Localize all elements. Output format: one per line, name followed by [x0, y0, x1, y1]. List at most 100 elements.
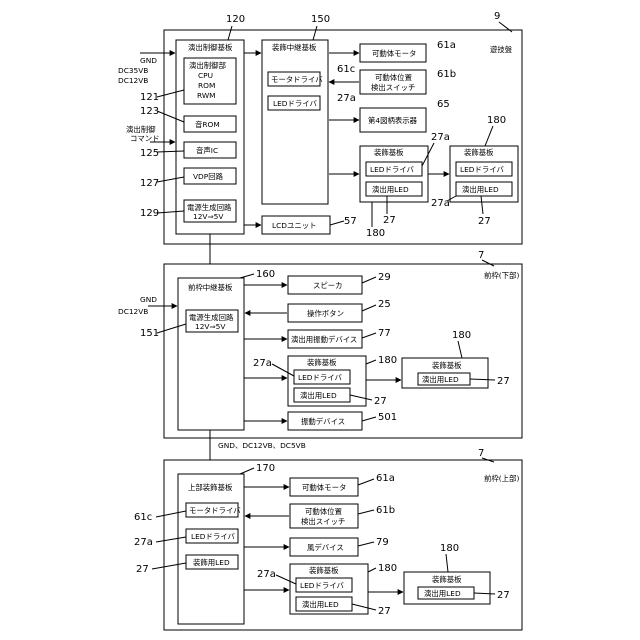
position-switch-1-ref: 61b — [437, 69, 456, 80]
deco-board-1b-led-label: 演出用LED — [462, 185, 499, 194]
sound-ic-ref: 125 — [140, 148, 159, 159]
control-unit-line-2: CPU — [198, 71, 213, 80]
power-circuit-front-line-1: 電源生成回路 — [189, 313, 234, 322]
control-unit-line-4: RWM — [197, 91, 216, 100]
section-game-board: 遊技盤 9 GND DC35VB DC12VB 演出制御 コマンド 演出制御基板… — [118, 11, 522, 277]
deco-board-2a-title: 装飾基板 — [307, 358, 337, 367]
vdp-circuit-ref: 127 — [140, 178, 159, 189]
sound-ic-label: 音声IC — [196, 146, 218, 155]
input-dc12vb: DC12VB — [118, 76, 148, 85]
decoration-relay-board-ref: 150 — [311, 14, 330, 25]
upper-deco-board-ref: 170 — [256, 463, 275, 474]
deco-board-2b-ref: 180 — [452, 330, 471, 341]
deco-board-2b-led-label: 演出用LED — [422, 375, 459, 384]
control-unit-line-3: ROM — [198, 81, 215, 90]
operation-button-label: 操作ボタン — [307, 309, 344, 318]
section-front-lower: 前枠(下部) 7 GND DC12VB 前枠中継基板 160 電源生成回路 12… — [118, 250, 522, 472]
deco-led-3-ref: 27 — [136, 564, 149, 575]
power-circuit-main-line-2: 12V⇒5V — [193, 212, 223, 221]
deco-board-3a-title: 装飾基板 — [309, 566, 339, 575]
section-front-lower-ref: 7 — [478, 250, 484, 261]
position-switch-3-line-2: 検出スイッチ — [301, 517, 345, 526]
section-game-board-ref: 9 — [494, 11, 500, 22]
deco-board-1b-led-ref: 27 — [478, 216, 491, 227]
sound-rom-label: 音ROM — [195, 120, 220, 129]
deco-board-1a-led-driver-label: LEDドライバ — [370, 165, 415, 174]
deco-board-2a-led-driver-label: LEDドライバ — [298, 373, 343, 382]
wind-device-label: 風デバイス — [307, 543, 344, 552]
deco-board-3b-led-ref: 27 — [497, 590, 510, 601]
deco-led-3-label: 装飾用LED — [193, 558, 230, 567]
pattern-display-label: 第4図柄表示器 — [368, 116, 418, 125]
section-front-upper-title: 前枠(上部) — [484, 474, 519, 483]
control-unit-line-1: 演出制御部 — [189, 61, 226, 70]
speaker-label: スピーカ — [313, 281, 343, 290]
deco-board-3a-led-label: 演出用LED — [302, 600, 339, 609]
deco-board-3b-ref: 180 — [440, 543, 459, 554]
decoration-relay-board-title: 装飾中継基板 — [272, 43, 317, 52]
motor-driver-1-label: モータドライバ — [271, 75, 323, 84]
motor-driver-3-label: モータドライバ — [189, 506, 241, 515]
front-relay-board-title: 前枠中継基板 — [188, 283, 233, 292]
deco-board-3a-ref: 180 — [378, 563, 397, 574]
deco-board-1b-led-driver-ref: 27a — [431, 198, 450, 209]
upper-deco-board-title: 上部装飾基板 — [188, 483, 233, 492]
deco-board-1b-title: 装飾基板 — [464, 148, 494, 157]
movable-motor-3-ref: 61a — [376, 473, 395, 484]
deco-board-1a-ref: 180 — [366, 228, 385, 239]
effect-vibration-device-ref: 77 — [378, 328, 391, 339]
connector-label: GND、DC12VB、DC5VB — [218, 441, 306, 450]
position-switch-1-line-2: 検出スイッチ — [371, 83, 415, 92]
vdp-circuit-label: VDP回路 — [193, 172, 224, 181]
operation-button-ref: 25 — [378, 299, 391, 310]
vibration-device-ref: 501 — [378, 412, 397, 423]
deco-board-1a-led-ref: 27 — [383, 215, 396, 226]
deco-board-2b-title: 装飾基板 — [432, 361, 462, 370]
input-dc12vb-2: DC12VB — [118, 307, 148, 316]
front-relay-board — [178, 278, 244, 430]
power-circuit-main-ref: 129 — [140, 208, 159, 219]
deco-board-2a-led-ref: 27 — [374, 396, 387, 407]
power-circuit-front-ref: 151 — [140, 328, 159, 339]
deco-board-1a-title: 装飾基板 — [374, 148, 404, 157]
sound-rom-ref: 123 — [140, 106, 159, 117]
power-circuit-front-line-2: 12V⇒5V — [195, 322, 225, 331]
upper-deco-board — [178, 474, 244, 624]
deco-board-1b-ref: 180 — [487, 115, 506, 126]
effect-vibration-device-label: 演出用振動デバイス — [291, 335, 357, 344]
section-game-board-title: 遊技盤 — [490, 45, 513, 54]
speaker-ref: 29 — [378, 272, 391, 283]
input-gnd-2: GND — [140, 295, 157, 304]
input-gnd: GND — [140, 56, 157, 65]
deco-board-2a-led-label: 演出用LED — [300, 391, 337, 400]
motor-driver-3-ref: 61c — [134, 512, 152, 523]
input-command-1: 演出制御 — [126, 125, 156, 134]
wind-device-ref: 79 — [376, 537, 389, 548]
section-front-lower-title: 前枠(下部) — [484, 271, 519, 280]
deco-board-2a-ref: 180 — [378, 355, 397, 366]
led-driver-1-label: LEDドライバ — [273, 99, 318, 108]
led-driver-1-ref: 27a — [337, 93, 356, 104]
deco-board-3a-led-ref: 27 — [378, 606, 391, 617]
position-switch-3-ref: 61b — [376, 505, 395, 516]
led-driver-3-label: LEDドライバ — [191, 532, 236, 541]
deco-board-2b-led-ref: 27 — [497, 376, 510, 387]
control-unit-ref: 121 — [140, 92, 159, 103]
deco-board-1a-led-driver-ref: 27a — [431, 132, 450, 143]
pattern-display-ref: 65 — [437, 99, 450, 110]
power-circuit-main-line-1: 電源生成回路 — [187, 203, 232, 212]
input-dc35vb: DC35VB — [118, 66, 148, 75]
movable-motor-3-label: 可動体モータ — [302, 483, 346, 492]
deco-board-2a-led-driver-ref: 27a — [253, 358, 272, 369]
motor-driver-1-ref: 61c — [337, 64, 355, 75]
deco-board-1b-led-driver-label: LEDドライバ — [460, 165, 505, 174]
section-front-upper-ref: 7 — [478, 448, 484, 459]
deco-board-1a-led-label: 演出用LED — [372, 185, 409, 194]
movable-motor-1-ref: 61a — [437, 40, 456, 51]
position-switch-1-line-1: 可動体位置 — [375, 73, 412, 82]
section-front-upper: 前枠(上部) 7 上部装飾基板 170 モータドライバ 61c LEDドライバ … — [134, 448, 522, 630]
deco-board-3b-led-label: 演出用LED — [424, 589, 461, 598]
led-driver-3-ref: 27a — [134, 537, 153, 548]
movable-motor-1-label: 可動体モータ — [372, 49, 416, 58]
lcd-unit-label: LCDユニット — [272, 221, 317, 230]
